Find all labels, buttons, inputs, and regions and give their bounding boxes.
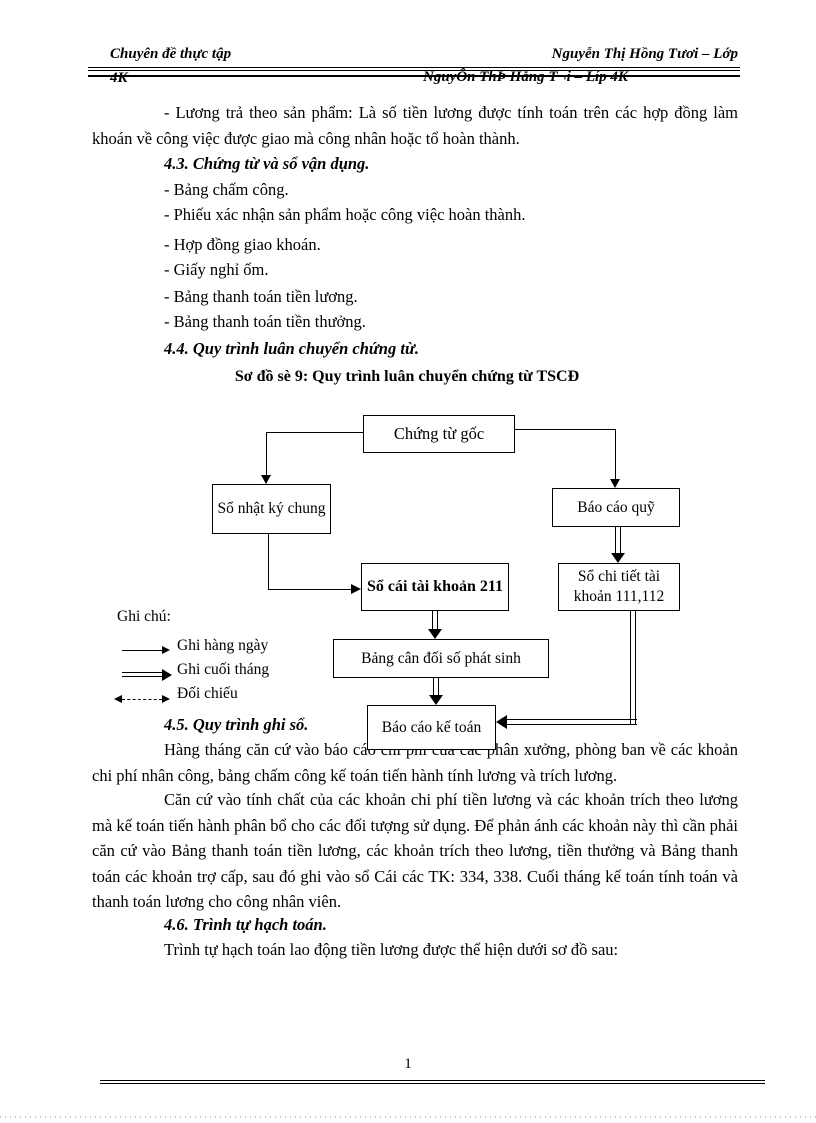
flow-box-label: Sổ chi tiết tài khoản 111,112 [573,568,665,605]
page-number: 1 [404,1056,412,1072]
flow-box-bao-cao-ke-toan: Báo cáo kế toán [367,705,496,750]
legend-dashed-line [122,699,162,700]
arrowhead-right-icon [351,584,361,594]
list-item: - Giấy nghỉ ốm. [164,260,269,279]
connector-double-line [630,610,636,725]
legend-double-line [122,672,162,677]
heading-4-5: 4.5. Quy trình ghi sổ. [164,715,309,734]
header-left-class: 4K [110,70,128,86]
header-right-author-garbled: NguyÔn ThÞ Hång T¬i – Líp 4K [423,69,628,85]
header-rule-thick [88,75,740,77]
heading-4-6: 4.6. Trình tự hạch toán. [164,915,327,934]
legend-title: Ghi chú: [117,608,171,625]
arrowhead-left-icon [114,695,122,703]
flow-box-label: Báo cáo quỹ [577,498,655,516]
connector-line [615,429,617,480]
footer-rule-bottom [100,1083,765,1084]
arrowhead-down-icon [261,475,271,484]
connector-line [268,534,270,590]
connector-double-line [615,527,621,554]
flow-box-label: Sổ cái tài khoản 211 [366,578,504,595]
header-right-author: Nguyễn Thị Hồng Tươi – Lớp [551,46,738,62]
flow-box-so-cai-tai-khoan-211: Sổ cái tài khoản 211 [361,563,509,611]
connector-double-line [432,611,438,630]
flow-box-label: Sổ nhật ký chung [217,500,326,517]
connector-double-line [433,678,439,696]
header-rule-top [88,67,740,68]
flow-box-bang-can-doi: Bảng cân đối số phát sinh [333,639,549,678]
arrowhead-down-icon [610,479,620,488]
list-item: - Bảng chấm công. [164,180,289,199]
paragraph-trinh-tu: Trình tự hạch toán lao động tiền lương đ… [164,940,619,959]
list-item: - Bảng thanh toán tiền lương. [164,287,358,306]
page-bottom-dotted-line [0,1116,816,1118]
heading-4-3: 4.3. Chứng từ và sổ vận dụng. [164,154,370,173]
flow-box-label: Chứng từ gốc [393,424,485,443]
connector-line [266,432,364,434]
footer-rule-top [100,1080,765,1081]
diagram-caption: Sơ đồ sè 9: Quy trình luân chuyển chứng … [234,368,580,385]
connector-line [266,432,268,476]
flow-box-so-nhat-ky-chung: Sổ nhật ký chung [212,484,331,534]
flow-box-so-chi-tiet-111-112: Sổ chi tiết tài khoản 111,112 [558,563,680,611]
paragraph-can-cu: Căn cứ vào tính chất của các khoản chi p… [92,790,738,911]
connector-line [515,429,616,431]
flow-box-label: Báo cáo kế toán [381,718,482,736]
arrowhead-down-icon [611,553,625,563]
legend-single-line [122,650,162,652]
legend-label-monthly: Ghi cuối tháng [177,661,270,678]
flow-box-chung-tu-goc: Chứng từ gốc [363,415,515,453]
header-rule-middle [88,70,740,71]
arrowhead-right-icon [162,669,172,681]
list-item: - Bảng thanh toán tiền thưởng. [164,312,366,331]
arrowhead-down-icon [428,629,442,639]
header-left-title: Chuyên đề thực tập [110,46,232,62]
connector-double-line [506,719,637,725]
connector-line [268,589,351,591]
list-item: - Phiếu xác nhận sản phẩm hoặc công việc… [164,205,526,224]
arrowhead-left-icon [496,715,507,729]
flow-box-bao-cao-quy: Báo cáo quỹ [552,488,680,527]
list-item: - Hợp đồng giao khoán. [164,235,321,254]
arrowhead-right-icon [162,646,170,654]
flow-box-label: Bảng cân đối số phát sinh [361,649,521,667]
arrowhead-down-icon [429,695,443,705]
heading-4-4: 4.4. Quy trình luân chuyển chứng từ. [164,339,419,358]
legend-label-compare: Đối chiếu [177,685,238,702]
paragraph-luong-tra: - Lương trả theo sản phẩm: Là số tiền lư… [92,103,738,148]
arrowhead-right-icon [162,695,170,703]
legend-label-daily: Ghi hàng ngày [177,637,269,654]
